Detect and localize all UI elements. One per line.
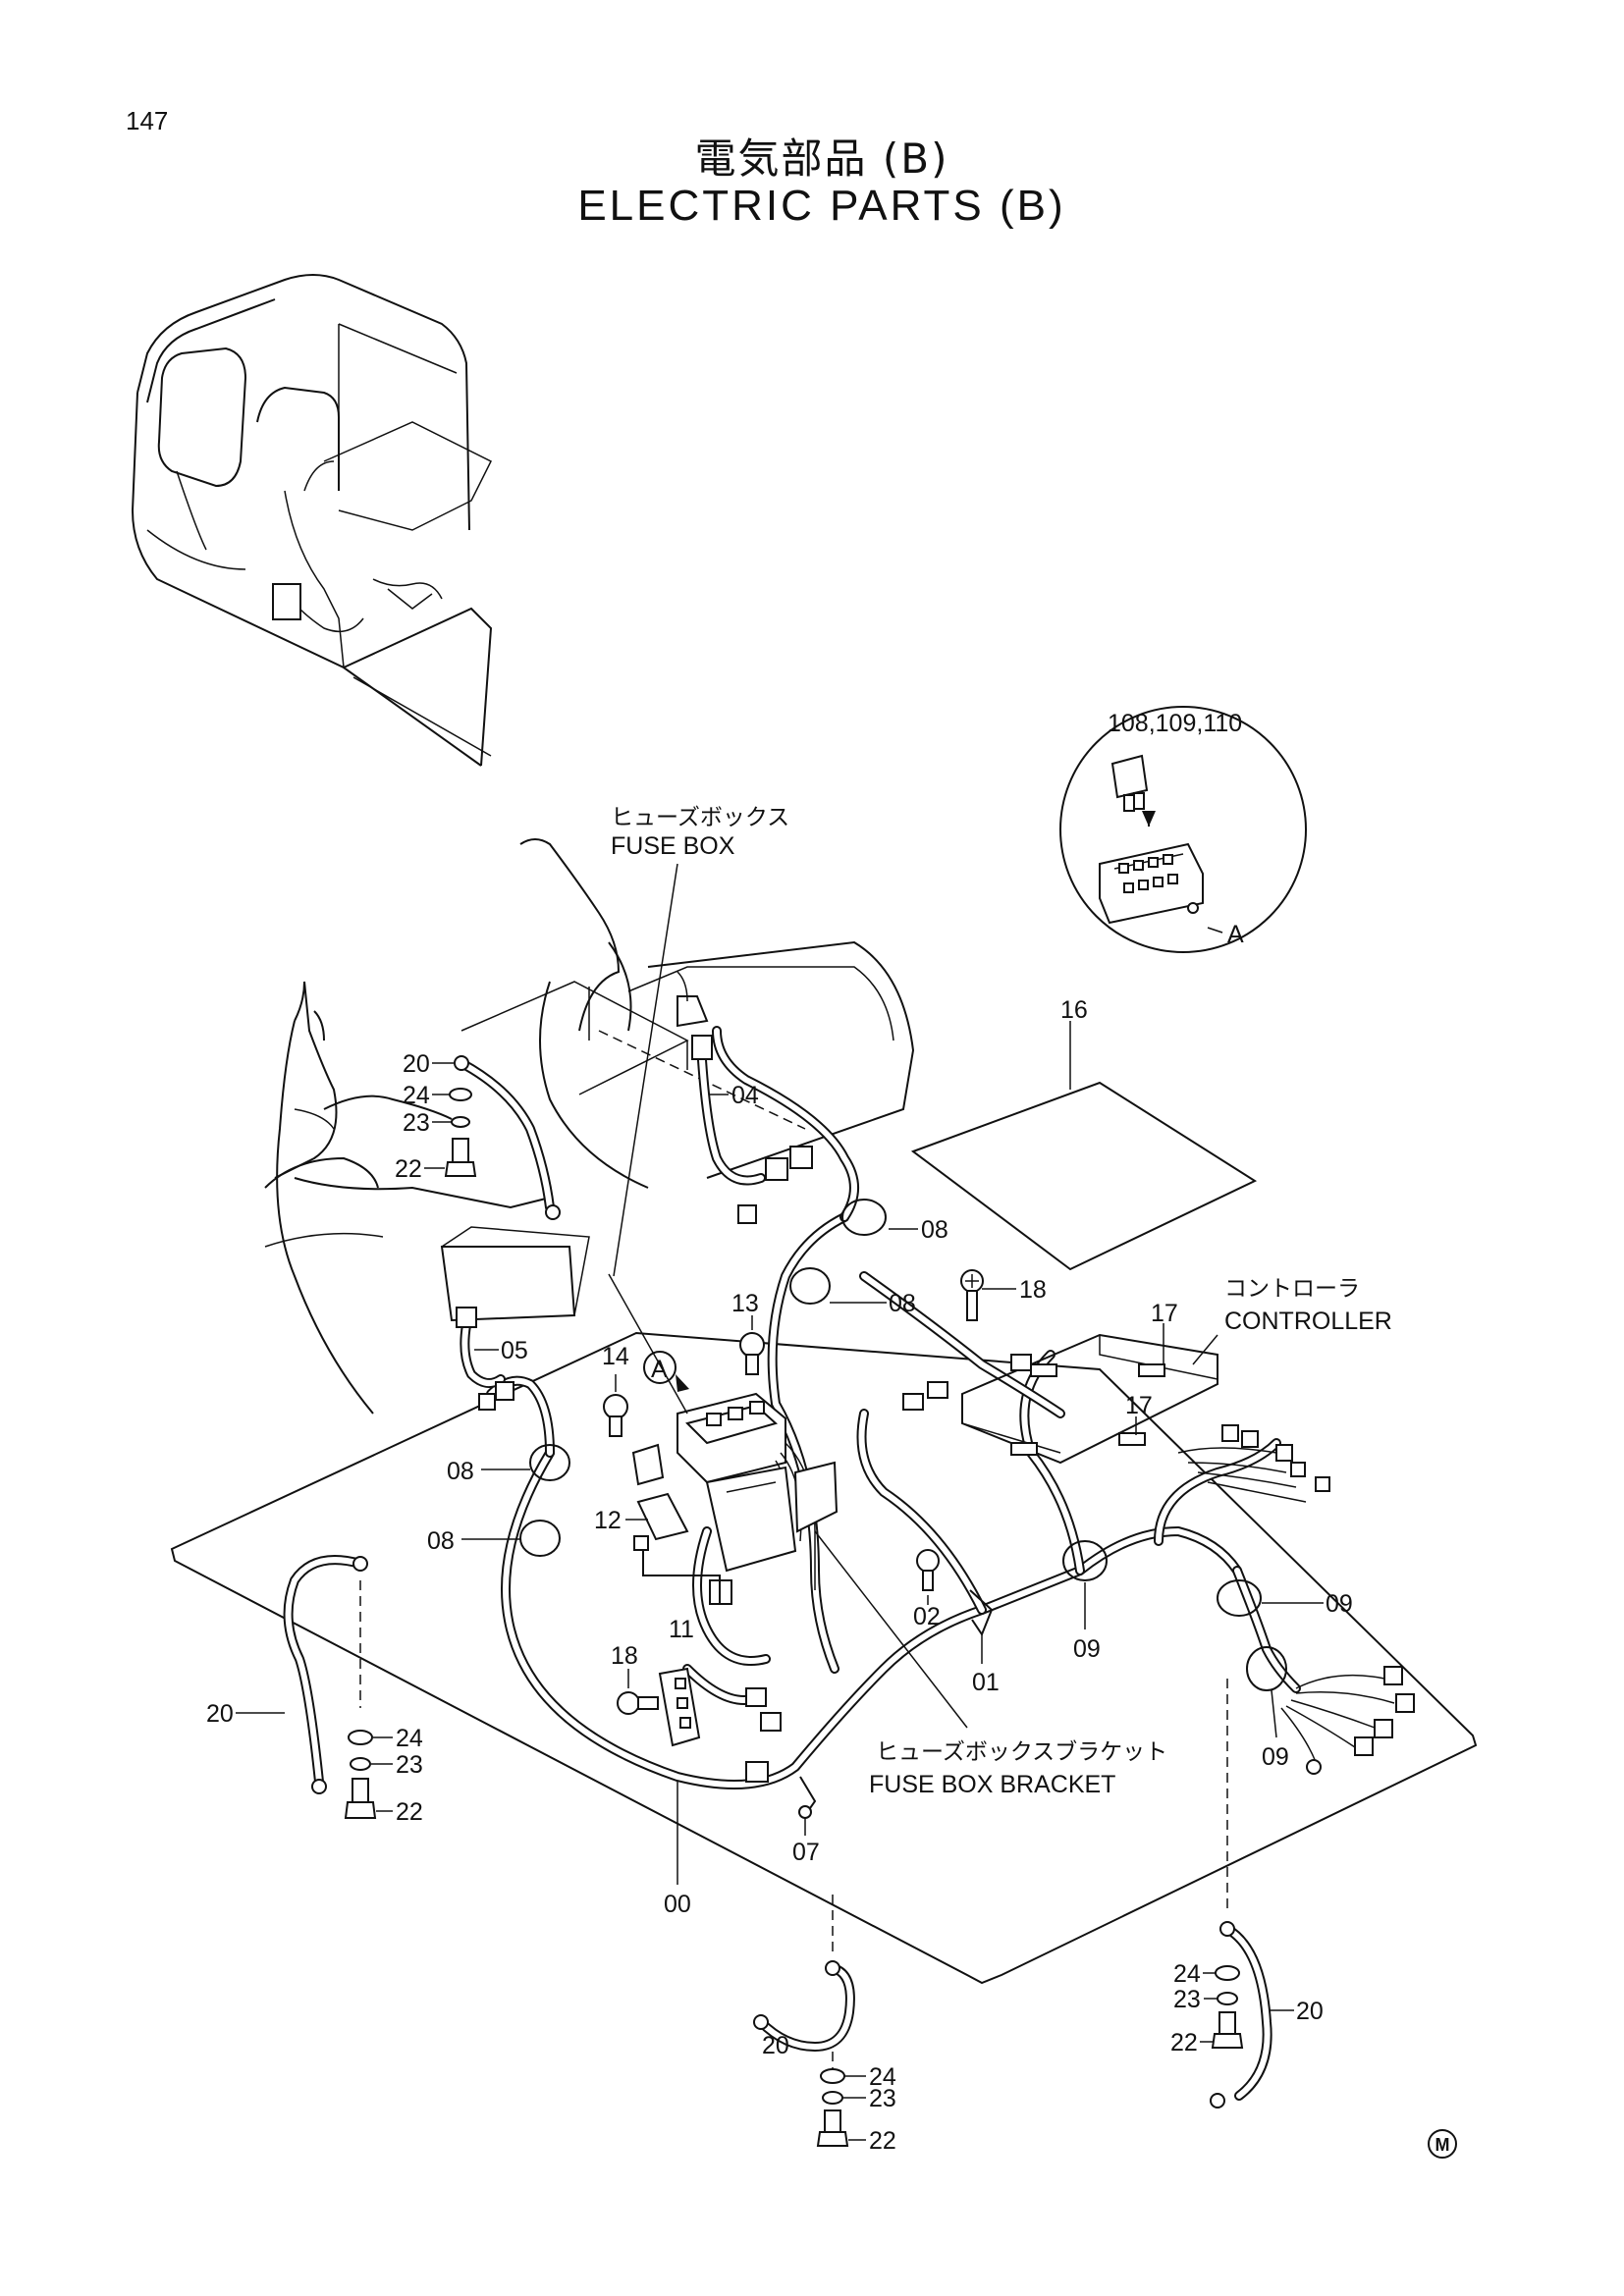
registered-mark: M [1428, 2129, 1457, 2159]
part-label-23: 23 [403, 1109, 430, 1137]
part-label-24: 24 [396, 1725, 423, 1752]
part-label-01: 01 [972, 1669, 1000, 1696]
part-label-04: 04 [731, 1082, 759, 1109]
fuse-box-label-jp: ヒューズボックス [611, 805, 789, 830]
callout-labels: ヒューズボックス FUSE BOX コントローラ CONTROLLER ヒューズ… [611, 710, 1392, 1798]
part-label-20: 20 [206, 1700, 234, 1728]
clamp-07 [798, 1776, 817, 1819]
detail-a-marker-letter: A [651, 1356, 668, 1383]
part-label-13: 13 [731, 1290, 759, 1317]
clamps-09 [1062, 1540, 1287, 1691]
screw-18-lower [617, 1667, 701, 1747]
part-label-20: 20 [762, 2032, 789, 2059]
instruction-sheet-16 [910, 1081, 1258, 1271]
part-label-23: 23 [396, 1751, 423, 1779]
bracket-parts-11-12 [631, 1443, 732, 1605]
fuse-box-label-en: FUSE BOX [611, 832, 735, 860]
part-label-05: 05 [501, 1337, 528, 1364]
part-label-24: 24 [869, 2063, 896, 2091]
detail-a-circle [1059, 706, 1307, 953]
screw-13 [739, 1332, 765, 1375]
clamps-08 [519, 1199, 887, 1557]
controller-label-jp: コントローラ [1224, 1276, 1360, 1302]
part-label-17: 17 [1151, 1300, 1178, 1327]
part-label-08: 08 [889, 1290, 916, 1317]
screw-02 [916, 1549, 940, 1591]
part-label-22: 22 [1170, 2029, 1198, 2056]
harness-connectors [745, 1687, 782, 1783]
screw-14 [603, 1394, 628, 1437]
cab-overview-illustration [131, 274, 493, 767]
part-label-11: 11 [669, 1616, 694, 1643]
ground-wire-left [283, 1555, 377, 1819]
part-label-12: 12 [594, 1507, 622, 1534]
part-label-18: 18 [611, 1642, 638, 1670]
controller-label-en: CONTROLLER [1224, 1308, 1392, 1335]
part-label-14: 14 [602, 1343, 629, 1370]
part-label-20: 20 [403, 1050, 430, 1078]
base-plate [170, 1331, 1478, 1985]
part-label-17: 17 [1125, 1392, 1153, 1419]
ground-wire-bottom [753, 1895, 855, 2147]
controller [902, 1333, 1330, 1503]
page-title-english: ELECTRIC PARTS (B) [577, 182, 1066, 230]
fuse-box-bracket-label-en: FUSE BOX BRACKET [869, 1771, 1115, 1798]
part-label-09: 09 [1073, 1635, 1101, 1663]
right-console [519, 838, 915, 1189]
part-label-07: 07 [792, 1839, 820, 1866]
part-label-08: 08 [427, 1527, 455, 1555]
part-label-22: 22 [396, 1798, 423, 1826]
part-label-00: 00 [664, 1891, 691, 1918]
part-label-09: 09 [1262, 1743, 1289, 1771]
part-number-labels: 16 17 17 18 18 04 05 08 08 08 08 09 09 0… [206, 996, 1353, 2155]
part-label-24: 24 [1173, 1960, 1201, 1988]
part-label-23: 23 [869, 2085, 896, 2112]
page-number: 147 [126, 106, 169, 135]
wire-05 [456, 1307, 514, 1411]
fuse-box-bracket [705, 1461, 839, 1573]
part-label-18: 18 [1019, 1276, 1047, 1304]
left-console [264, 981, 590, 1415]
part-label-02: 02 [913, 1603, 941, 1630]
part-label-22: 22 [395, 1155, 422, 1183]
part-label-08: 08 [447, 1458, 474, 1485]
part-label-16: 16 [1060, 996, 1088, 1024]
screw-18-controller [960, 1269, 984, 1321]
part-label-20: 20 [1296, 1998, 1324, 2025]
clamp-01 [969, 1589, 994, 1637]
leader-lines [236, 863, 1324, 2141]
fuse-box-bracket-label-jp: ヒューズボックスブラケット [876, 1739, 1167, 1765]
part-label-08: 08 [921, 1216, 948, 1244]
part-label-23: 23 [1173, 1986, 1201, 2013]
detail-a-marker [643, 1351, 689, 1392]
wire-04 [691, 1035, 813, 1224]
registered-mark-letter: M [1435, 2135, 1450, 2155]
connector-bundle-right [1280, 1666, 1415, 1775]
detail-ref-letter: A [1227, 921, 1244, 948]
part-label-22: 22 [869, 2127, 896, 2155]
ground-wire-upper [444, 1055, 561, 1220]
detail-fuse-numbers: 108,109,110 [1108, 710, 1242, 737]
part-label-24: 24 [403, 1082, 430, 1109]
part-label-09: 09 [1326, 1590, 1353, 1618]
ground-wire-right [1210, 1679, 1272, 2109]
page-title-japanese: 電気部品 (B) [694, 134, 949, 183]
